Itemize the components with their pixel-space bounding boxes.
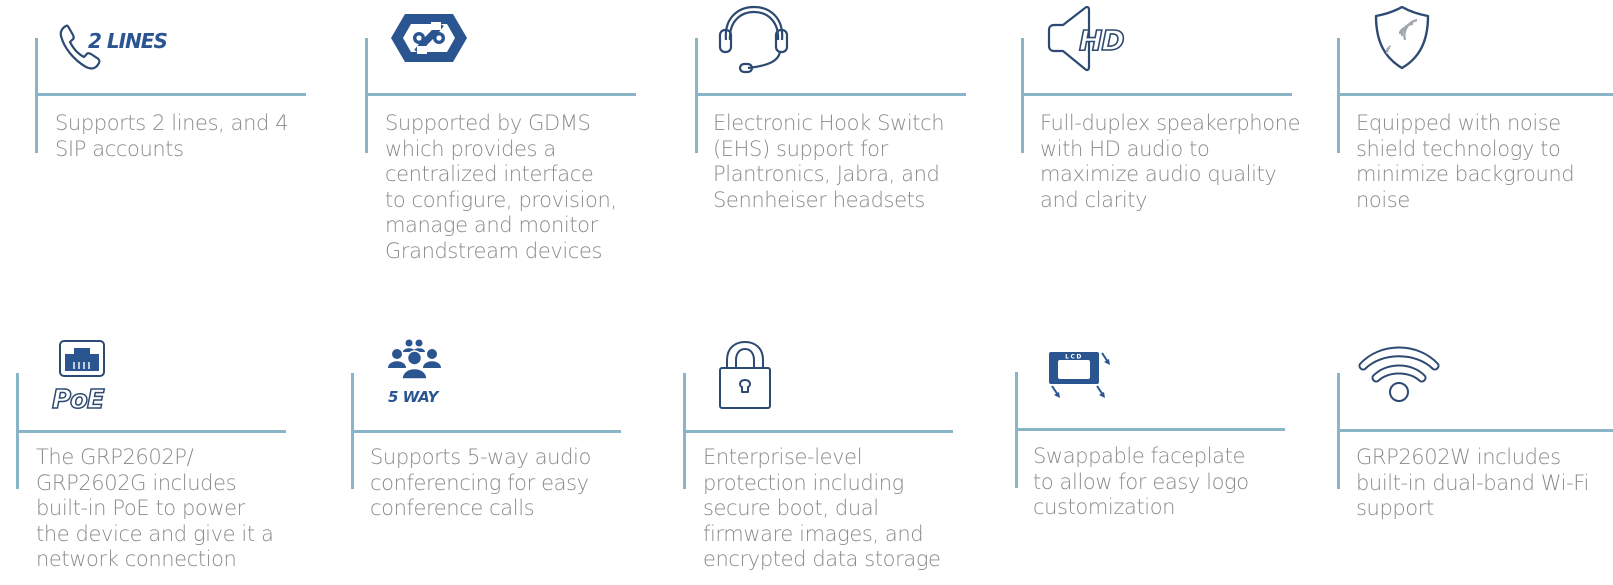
icon-label-hd: HD xyxy=(1079,24,1124,57)
feature-divider-horizontal xyxy=(35,93,306,96)
icon-label-lcd: LCD xyxy=(1065,354,1083,361)
feature-description: Enterprise-level protection including se… xyxy=(703,445,941,571)
wifi-icon xyxy=(1356,340,1442,406)
feature-description: Supported by GDMS which provides a centr… xyxy=(385,111,617,263)
feature-divider-horizontal xyxy=(1337,429,1613,432)
icon-label-5-way: 5 WAY xyxy=(388,388,441,406)
feature-divider-horizontal xyxy=(351,430,621,433)
feature-divider-horizontal xyxy=(16,430,286,433)
icon-label-2-lines: 2 LINES xyxy=(88,29,167,53)
speaker-hd-icon: HD xyxy=(1047,5,1127,72)
feature-divider-horizontal xyxy=(365,93,636,96)
feature-divider-horizontal xyxy=(683,430,953,433)
feature-description: Supports 2 lines, and 4 SIP accounts xyxy=(55,111,289,161)
noise-shield-icon xyxy=(1373,5,1431,70)
feature-description: Full-duplex speakerphone with HD audio t… xyxy=(1040,111,1301,212)
five-way-conference-icon: 5 WAY xyxy=(387,338,447,408)
feature-divider-horizontal xyxy=(695,93,966,96)
feature-description: GRP2602W includes built-in dual-band Wi-… xyxy=(1356,445,1589,520)
headset-icon xyxy=(718,4,790,76)
feature-description: Swappable faceplate to allow for easy lo… xyxy=(1033,444,1249,519)
feature-description: Equipped with noise shield technology to… xyxy=(1356,111,1575,212)
padlock-icon xyxy=(719,340,771,410)
phone-2-lines-icon: 2 LINES xyxy=(58,22,173,74)
icon-label-poe: PoE xyxy=(52,385,105,412)
gdms-hexagon-icon xyxy=(389,12,469,64)
feature-divider-horizontal xyxy=(1337,93,1613,96)
lcd-faceplate-icon: LCD xyxy=(1047,350,1113,402)
feature-divider-horizontal xyxy=(1021,93,1292,96)
poe-ethernet-icon: PoE xyxy=(50,340,116,416)
feature-divider-horizontal xyxy=(1015,428,1285,431)
feature-description: The GRP2602P/ GRP2602G includes built-in… xyxy=(36,445,274,571)
feature-description: Electronic Hook Switch (EHS) support for… xyxy=(713,111,945,212)
feature-description: Supports 5-way audio conferencing for ea… xyxy=(370,445,591,520)
